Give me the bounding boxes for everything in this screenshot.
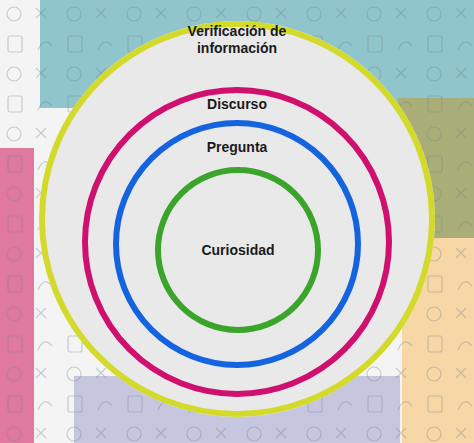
circle-label: Curiosidad bbox=[178, 242, 298, 259]
ring bbox=[85, 90, 389, 394]
circle-label: Verificación de información bbox=[162, 23, 312, 57]
outer-circle bbox=[38, 20, 436, 418]
ring bbox=[116, 123, 358, 365]
ring bbox=[42, 24, 432, 414]
ring bbox=[158, 170, 318, 330]
circle-node: Curiosidad bbox=[154, 166, 322, 334]
circle-label: Pregunta bbox=[182, 139, 292, 156]
halo bbox=[39, 21, 435, 417]
circle-label: Discurso bbox=[177, 96, 297, 113]
circle-node: DiscursoPreguntaCuriosidad bbox=[81, 86, 393, 398]
circle-node: PreguntaCuriosidad bbox=[112, 119, 362, 369]
circle-node: Verificación de informaciónDiscursoPregu… bbox=[38, 20, 436, 418]
